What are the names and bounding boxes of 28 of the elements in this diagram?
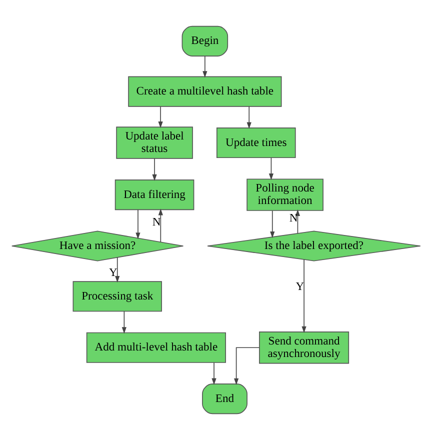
arrow — [234, 346, 260, 384]
arrow — [158, 208, 163, 242]
node-box: Data filtering — [114, 179, 194, 210]
edge-label: Y — [296, 280, 304, 293]
edge-label: Y — [109, 266, 118, 279]
arrow — [212, 362, 216, 384]
edge-label: N — [152, 214, 161, 228]
node-box: Create a multilevel hash table — [128, 76, 282, 106]
arrow — [295, 208, 300, 234]
arrow — [270, 210, 275, 238]
node-box: Send command asynchronously — [259, 331, 350, 364]
arrow — [152, 158, 157, 180]
node-box: Processing task — [72, 280, 162, 312]
node-box: Update label status — [116, 126, 193, 158]
node-box: Update times — [216, 126, 296, 158]
arrow — [136, 208, 140, 239]
arrow — [246, 106, 252, 128]
arrow — [115, 256, 120, 282]
arrow — [122, 310, 126, 334]
node-box: Polling node information — [246, 178, 324, 210]
node-box: Begin — [182, 25, 228, 56]
node-box: End — [202, 383, 248, 414]
arrow — [158, 106, 163, 128]
node-box: Add multi-level hash table — [86, 332, 226, 362]
arrow — [202, 55, 208, 78]
arrow — [302, 258, 306, 332]
edge-label: N — [289, 210, 298, 224]
arrow — [268, 156, 274, 180]
